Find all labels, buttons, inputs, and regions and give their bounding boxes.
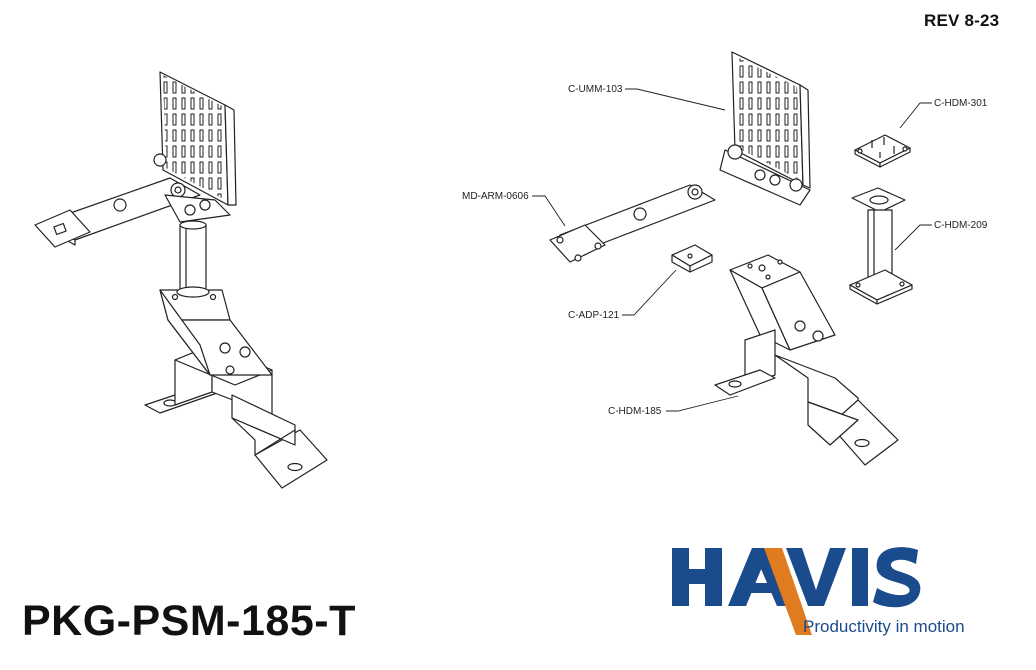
exploded-view (549, 51, 913, 466)
logo-letter-v (786, 548, 846, 606)
assembled-arm (34, 177, 231, 248)
logo-letter-h (672, 548, 722, 606)
assembled-view (34, 71, 328, 489)
callout-md-arm-0606: MD-ARM-0606 (462, 191, 529, 202)
assembled-pole (176, 220, 210, 298)
callout-c-adp-121: C-ADP-121 (568, 310, 620, 321)
assembled-base-bracket (144, 289, 328, 489)
part-number-title: PKG-PSM-185-T (22, 597, 356, 645)
part-c-hdm-185 (714, 254, 899, 466)
part-c-hdm-301 (854, 134, 911, 168)
revision-label: REV 8-23 (924, 11, 1000, 30)
logo-tagline: Productivity in motion (803, 617, 965, 636)
havis-logo: Productivity in motion (672, 547, 965, 636)
callout-c-hdm-185: C-HDM-185 (608, 406, 662, 417)
part-c-umm-103 (719, 51, 811, 206)
part-md-arm-0606 (549, 184, 716, 263)
callout-c-umm-103: C-UMM-103 (568, 84, 623, 95)
assembled-upright-plate (153, 71, 237, 206)
logo-accent-stroke (764, 548, 812, 635)
logo-letter-s (873, 547, 921, 608)
callout-c-hdm-301: C-HDM-301 (934, 98, 988, 109)
part-c-adp-121 (671, 244, 713, 273)
callout-leaders (532, 88, 932, 412)
logo-letter-i (852, 548, 868, 606)
part-c-hdm-209 (849, 187, 913, 305)
callout-c-hdm-209: C-HDM-209 (934, 220, 988, 231)
